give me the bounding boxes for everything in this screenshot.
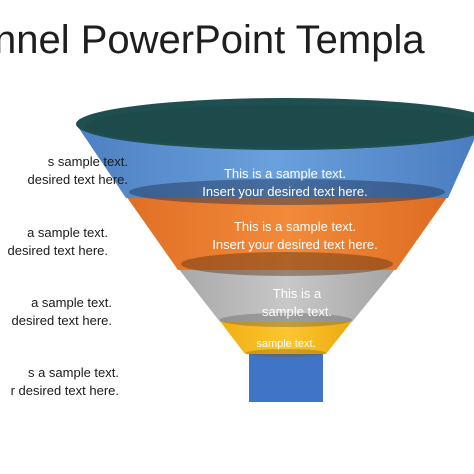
funnel-stem xyxy=(249,352,323,402)
left-label-4-line1: s a sample text. xyxy=(27,365,119,380)
funnel-segment-gray xyxy=(178,268,396,322)
left-label-1: s sample text. desired text here. xyxy=(28,153,128,189)
funnel-segment-blue-line1: This is a sample text. xyxy=(223,166,347,181)
left-label-1-line2: desired text here. xyxy=(27,172,128,187)
funnel-segment-orange-text: This is a sample text. Insert your desir… xyxy=(180,218,410,254)
funnel-segment-blue-line2: Insert your desired text here. xyxy=(202,184,368,199)
left-label-2: a sample text. desired text here. xyxy=(8,224,108,260)
left-label-1-line1: s sample text. xyxy=(47,154,128,169)
left-label-3-line2: desired text here. xyxy=(11,313,112,328)
left-label-3: a sample text. desired text here. xyxy=(12,294,112,330)
funnel-segment-blue-text: This is a sample text. Insert your desir… xyxy=(170,165,400,201)
left-label-4-line2: r desired text here. xyxy=(10,383,119,398)
funnel-segment-gray-line2: sample text. xyxy=(261,304,333,319)
funnel-segment-orange-line2: Insert your desired text here. xyxy=(212,237,378,252)
funnel-segment-yellow-text: sample text. xyxy=(226,337,346,351)
slide-title: nnel PowerPoint Templa xyxy=(0,18,425,62)
funnel-segment-orange xyxy=(126,196,448,270)
funnel-segment-gray-text: This is a sample text. xyxy=(232,285,362,321)
left-label-2-line2: desired text here. xyxy=(7,243,108,258)
funnel-segment-yellow xyxy=(219,320,353,354)
funnel-segment-orange-line1: This is a sample text. xyxy=(233,219,357,234)
funnel-segment-yellow-line1: sample text. xyxy=(256,338,316,350)
funnel-segment-gray-line1: This is a xyxy=(272,286,322,301)
left-label-2-line1: a sample text. xyxy=(27,225,108,240)
left-label-4: s a sample text. r desired text here. xyxy=(11,364,119,400)
left-label-3-line1: a sample text. xyxy=(31,295,112,310)
